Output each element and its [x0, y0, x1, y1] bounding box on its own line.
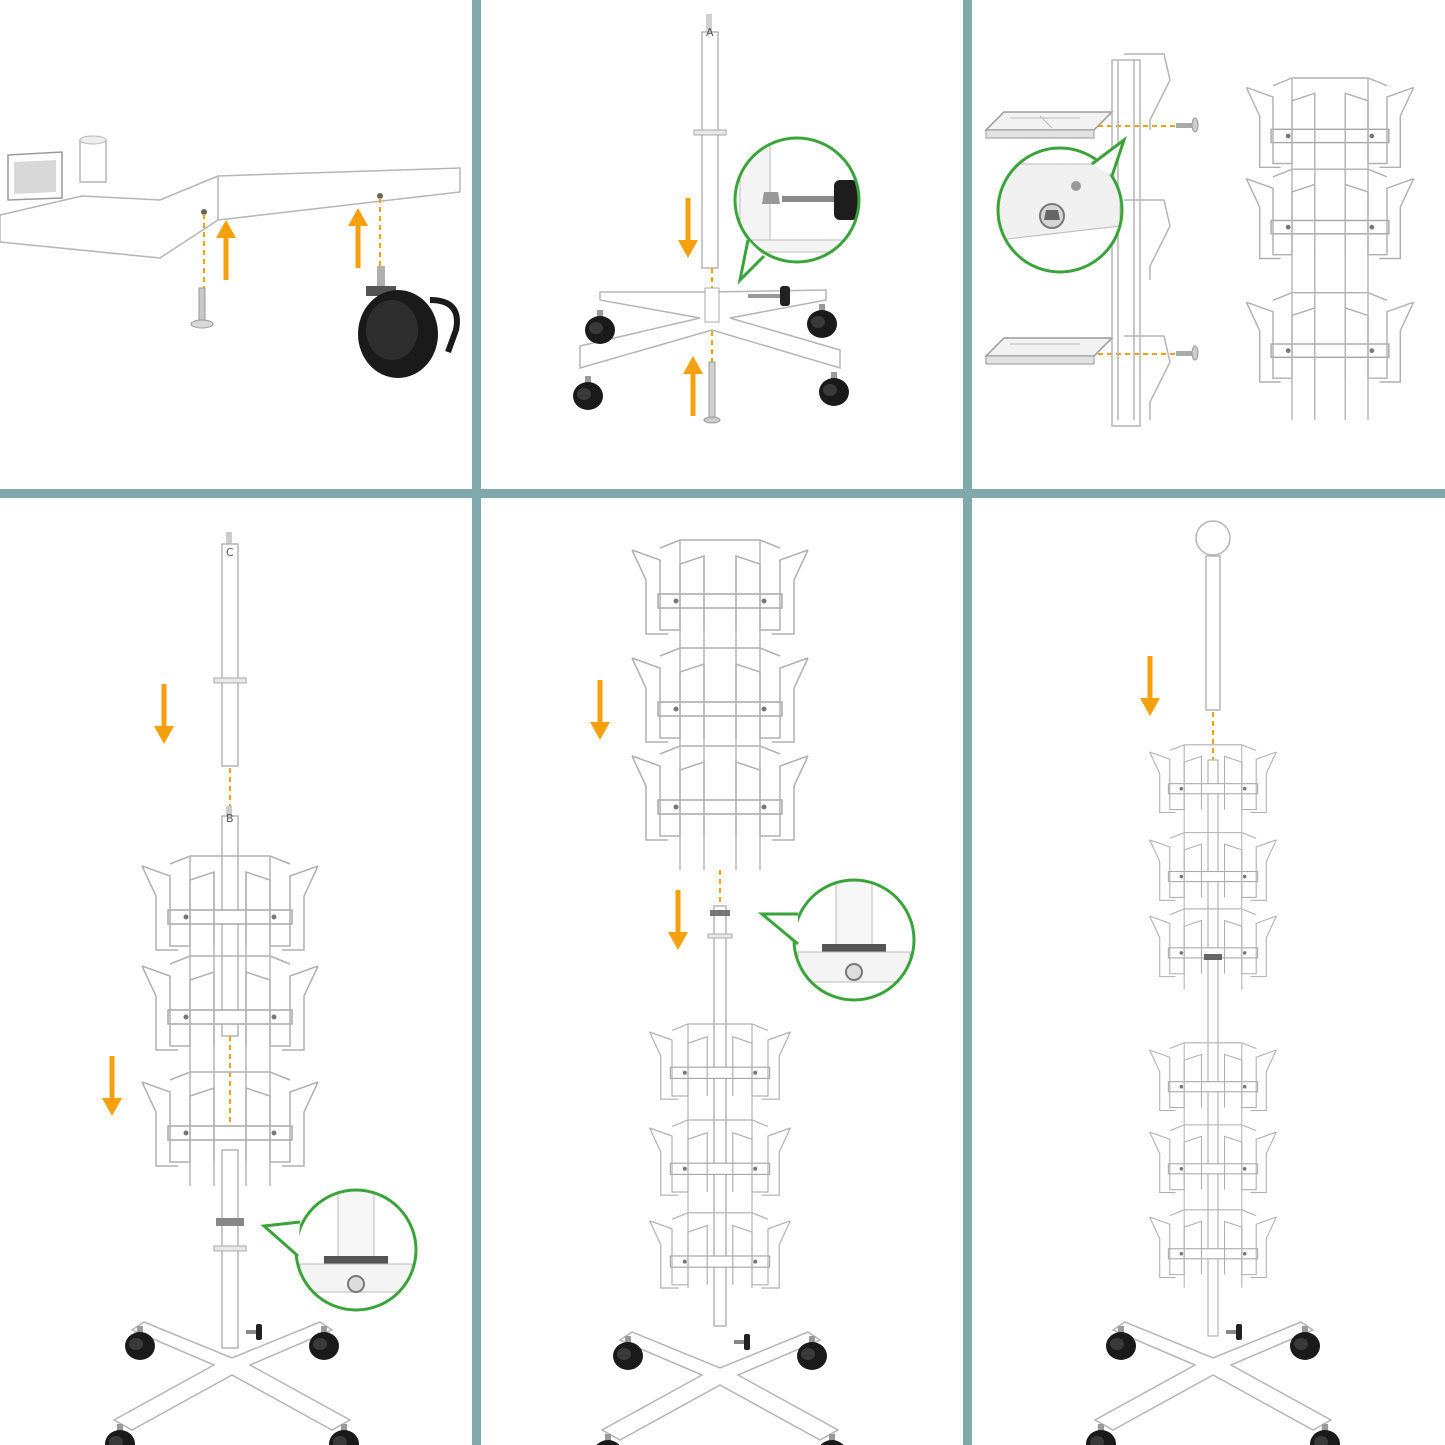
arrow-up-icon [348, 208, 368, 268]
base-bolt [703, 361, 721, 424]
magnifier-callout-icon [260, 1188, 418, 1312]
magnifier-callout-icon [733, 136, 861, 285]
assembled-lower-section [593, 905, 847, 1445]
upper-wire-rack [631, 539, 809, 870]
top-sign-pole [1195, 520, 1231, 711]
caster-wheel-icon [358, 266, 460, 378]
arrow-down-icon [590, 680, 610, 740]
square-bracket-bottom [984, 337, 1114, 365]
caster-wheel-icon [819, 372, 849, 406]
wire-rack-side [1111, 53, 1171, 427]
lower-pole: A [693, 14, 727, 269]
wire-rack [141, 855, 319, 1186]
base-leg-tube [0, 135, 461, 259]
top-pole: C [213, 532, 247, 767]
arrow-down-icon [154, 684, 174, 744]
arrow-down-icon [102, 1056, 122, 1116]
stacked-wire-racks [1149, 744, 1277, 1337]
panel-4-poles-and-rack: C B [102, 532, 418, 1445]
panel-3-rack-brackets [984, 53, 1415, 427]
assembled-rack [1245, 77, 1415, 421]
panel-1-base-leg-and-caster [0, 135, 461, 378]
arrow-down-icon [678, 198, 698, 258]
arrow-up-icon [216, 220, 236, 280]
magnifier-callout-icon [996, 135, 1127, 274]
magnifier-callout-icon [757, 878, 916, 1002]
screw [1176, 117, 1199, 361]
panel-5-rack-stacking [590, 539, 916, 1445]
part-label-c: C [226, 546, 234, 559]
caster-wheel-icon [573, 376, 603, 410]
panel-6-finished-rack [1086, 520, 1340, 1445]
lower-pole [213, 1149, 247, 1349]
bolt [190, 287, 214, 329]
caster-wheel-icon [807, 304, 837, 338]
square-bracket-top [984, 111, 1114, 139]
panel-2-base-and-pole: A [573, 14, 861, 424]
arrow-down-icon [668, 890, 688, 950]
cross-base [579, 287, 841, 370]
knob-screw [748, 286, 790, 306]
arrow-down-icon [1140, 656, 1160, 716]
part-label-b: B [226, 812, 234, 825]
part-label-a: A [706, 26, 714, 39]
caster-wheel-icon [585, 310, 615, 344]
arrow-up-icon [683, 356, 703, 416]
